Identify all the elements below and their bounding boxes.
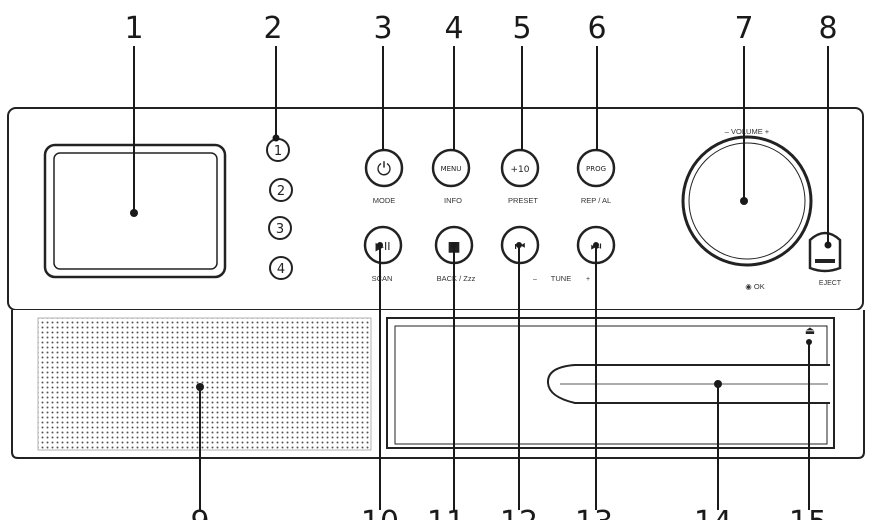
rep-al-label: REP / AL [581,196,611,205]
callout-13: 13 [575,505,613,520]
callout-9: 9 [190,505,209,520]
plus10-button-text: +10 [511,165,530,175]
callout-8: 8 [818,11,837,46]
power-icon: ⏻ [377,159,391,180]
preset-label: PRESET [508,196,538,205]
preset-buttons: 1 2 3 4 [266,138,293,280]
prog-button[interactable]: PROG [576,148,616,188]
callout-12: 12 [500,505,538,520]
info-label: INFO [444,196,462,205]
preset-button-1[interactable]: 1 [266,138,290,162]
tune-plus: + [586,276,590,283]
preset-button-4[interactable]: 4 [269,256,293,280]
scan-label: SCAN [372,274,393,283]
prog-button-text: PROG [586,165,606,173]
callout-15: 15 [789,505,827,520]
tune-minus: – [533,276,537,283]
preset-button-3-label: 3 [276,222,284,237]
cd-eject-icon: ⏏ [805,324,815,337]
eject-label: EJECT [819,280,842,287]
callout-6: 6 [587,11,606,46]
callout-2: 2 [263,11,282,46]
preset-button-3[interactable]: 3 [268,216,292,240]
callout-4: 4 [444,11,463,46]
callout-14: 14 [694,505,732,520]
mode-button[interactable]: ⏻ [364,148,404,188]
callout-1: 1 [124,11,143,46]
mode-label: MODE [373,196,396,205]
preset-button-1-label: 1 [274,144,282,159]
callout-7: 7 [734,11,753,46]
tune-label: TUNE [551,274,571,283]
callout-3: 3 [373,11,392,46]
eject-button[interactable] [808,231,842,273]
ok-label: ◉ OK [745,282,764,291]
callout-11: 11 [427,505,465,520]
back-zzz-label: BACK / Zzz [437,274,476,283]
menu-button[interactable]: MENU [431,148,471,188]
volume-label: – VOLUME + [725,127,770,136]
menu-button-text: MENU [441,165,462,173]
leader-lines [130,46,832,510]
preset-button-2-label: 2 [277,184,285,199]
preset-button-2[interactable]: 2 [269,178,293,202]
preset-button-4-label: 4 [277,262,285,277]
callout-10: 10 [361,505,399,520]
speaker-grille [37,317,372,451]
plus10-button[interactable]: +10 [500,148,540,188]
callout-5: 5 [512,11,531,46]
